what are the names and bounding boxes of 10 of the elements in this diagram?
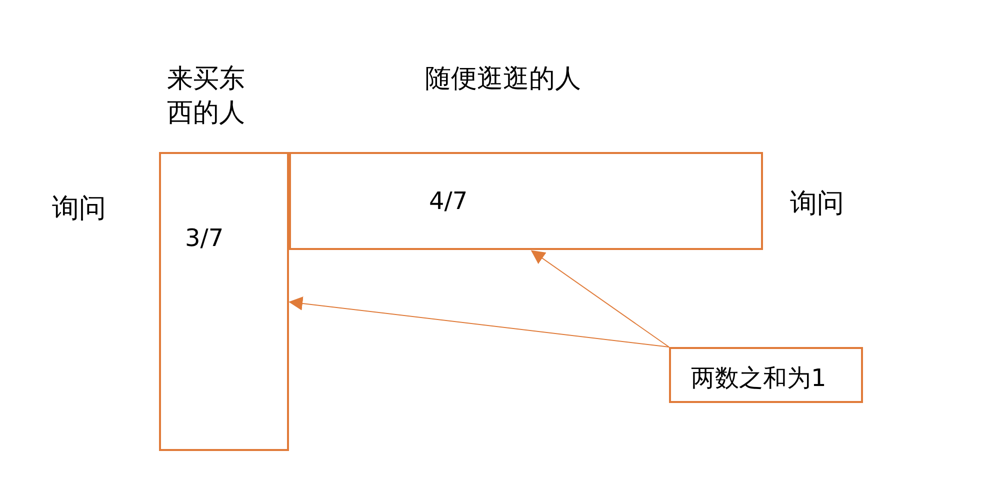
fraction-text: 4/7 bbox=[429, 187, 468, 215]
group-heading: 来买东西的人 bbox=[167, 63, 246, 130]
arrow bbox=[288, 296, 670, 348]
group-heading: 随便逛逛的人 bbox=[425, 63, 582, 96]
fraction-text: 3/7 bbox=[185, 224, 224, 252]
process-box bbox=[669, 347, 863, 403]
side-label: 询问 bbox=[52, 192, 106, 226]
arrow bbox=[530, 250, 670, 348]
side-label: 询问 bbox=[790, 187, 844, 221]
note-text: 两数之和为1 bbox=[691, 363, 826, 394]
